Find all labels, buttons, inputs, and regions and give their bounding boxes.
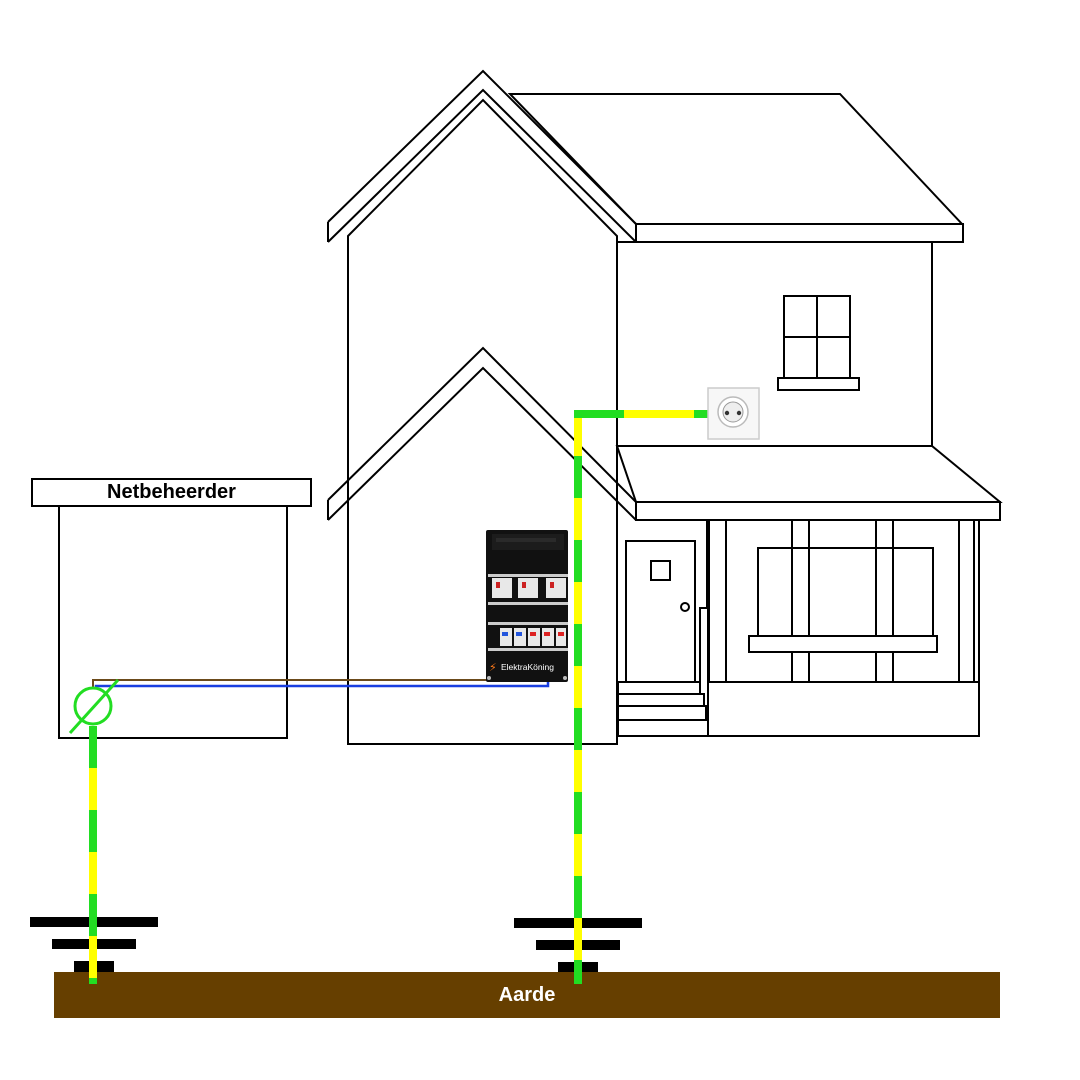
house-right-roof-eave xyxy=(635,223,964,243)
wall-socket-icon xyxy=(707,387,760,440)
house xyxy=(327,69,1003,745)
door-knob xyxy=(680,602,690,612)
netbeheerder-label: Netbeheerder xyxy=(31,478,312,507)
porch-column xyxy=(791,519,810,683)
porch-column xyxy=(958,519,975,683)
door-window xyxy=(650,560,671,581)
lightning-bolt-icon: ⚡ xyxy=(489,661,497,674)
porch-step xyxy=(617,705,707,721)
house-porch-roof-eave xyxy=(635,501,1001,521)
porch-column xyxy=(708,519,727,683)
aarde-label: Aarde xyxy=(498,983,556,1006)
porch-step xyxy=(617,719,709,737)
house-porch-roof xyxy=(615,445,1003,503)
panel-brand-label: ElektraKöning xyxy=(501,662,554,672)
porch-column xyxy=(875,519,894,683)
porch-railing xyxy=(748,635,938,653)
breaker-row-bottom xyxy=(500,628,566,646)
porch-step xyxy=(617,681,701,695)
house-left-upper-roof xyxy=(327,69,637,225)
upper-window-sill xyxy=(777,377,860,391)
electric-meter-icon xyxy=(68,678,120,735)
breaker-row-top xyxy=(492,578,566,598)
earth-wire-house xyxy=(574,410,708,984)
porch-window-frame xyxy=(757,547,934,637)
house-porch-base xyxy=(706,681,980,737)
ground-strip xyxy=(54,972,1000,1018)
porch-step xyxy=(617,693,705,707)
distribution-panel: ⚡ ElektraKöning xyxy=(486,530,568,682)
house-left-lower-roof xyxy=(327,346,637,503)
